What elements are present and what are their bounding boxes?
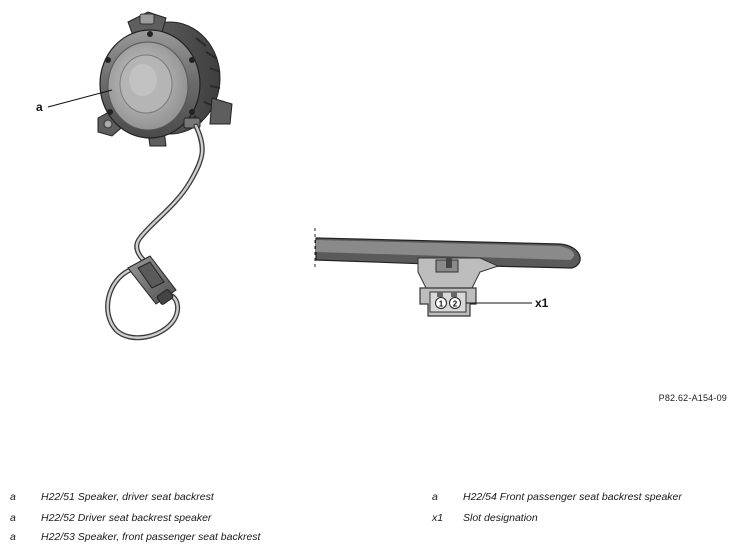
connector-pin-2: 2 bbox=[449, 297, 461, 309]
legend-text: Slot designation bbox=[463, 512, 538, 524]
legend-key: a bbox=[432, 491, 438, 503]
callout-a-leader bbox=[47, 89, 113, 108]
callout-x1-label: x1 bbox=[535, 296, 549, 310]
legend-text: H22/51 Speaker, driver seat backrest bbox=[41, 491, 214, 503]
legend-key: a bbox=[10, 491, 16, 503]
svg-text:2: 2 bbox=[453, 300, 458, 309]
speaker-assembly bbox=[97, 11, 233, 147]
connector-pin-1: 1 bbox=[435, 297, 447, 309]
svg-text:1: 1 bbox=[439, 300, 444, 309]
cable-plug bbox=[127, 255, 177, 305]
speaker-cable bbox=[134, 123, 205, 269]
legend-text: H22/53 Speaker, front passenger seat bac… bbox=[41, 531, 261, 543]
callout-a-label: a bbox=[36, 100, 43, 114]
figure-reference: P82.62-A154-09 bbox=[658, 393, 727, 403]
legend-key: a bbox=[10, 531, 16, 543]
legend-key: x1 bbox=[432, 512, 444, 524]
legend-key: a bbox=[10, 512, 16, 524]
legend-text: H22/52 Driver seat backrest speaker bbox=[41, 512, 212, 524]
component-illustration: a 1 2 x1 bbox=[36, 11, 581, 341]
legend-text: H22/54 Front passenger seat backrest spe… bbox=[463, 491, 682, 503]
